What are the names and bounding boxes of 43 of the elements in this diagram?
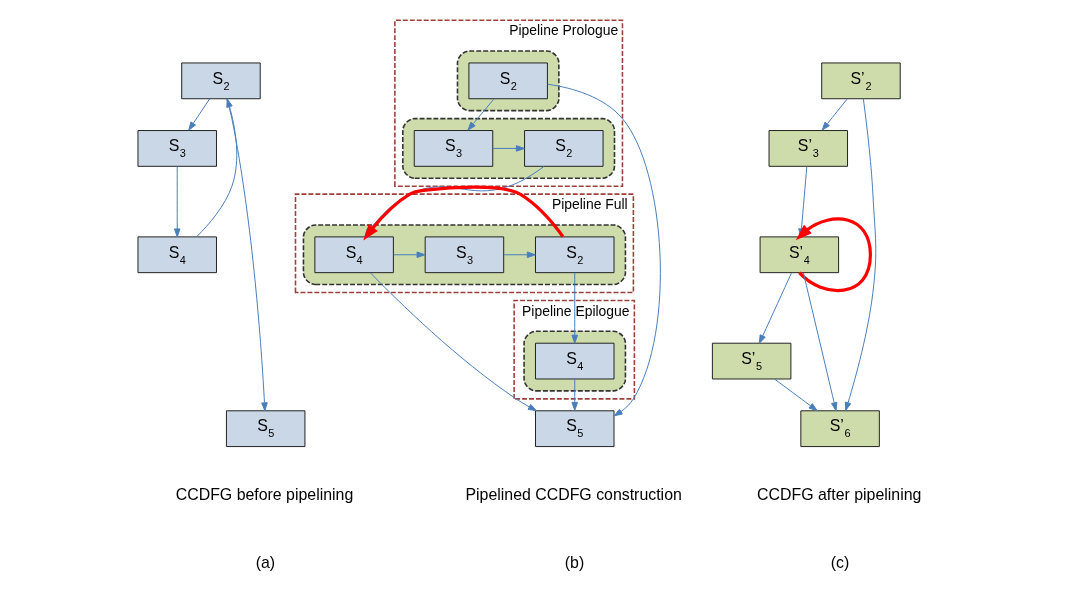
arrow bbox=[173, 166, 180, 238]
arrow bbox=[570, 378, 578, 411]
arrow bbox=[844, 98, 876, 411]
label: CCDFG before pipelining bbox=[175, 486, 353, 504]
node-box: S’$_{5}$ bbox=[711, 342, 791, 380]
arrow bbox=[392, 251, 425, 259]
arrow bbox=[369, 272, 537, 412]
cluster bbox=[401, 117, 615, 180]
node-box: S’$_{4}$ bbox=[759, 236, 839, 274]
node-box: S$_{4}$ bbox=[534, 342, 614, 380]
cluster bbox=[456, 50, 560, 112]
arrow bbox=[802, 272, 837, 412]
arrow bbox=[195, 98, 237, 238]
arrow bbox=[758, 272, 792, 344]
label: CCDFG after pipelining bbox=[756, 486, 921, 504]
node-box: S$_{2}$ bbox=[534, 236, 614, 274]
arrow bbox=[225, 98, 268, 412]
node-box: S’$_{3}$ bbox=[768, 130, 848, 167]
node-box: S$_{4}$ bbox=[137, 236, 217, 274]
node-box: S$_{2}$ bbox=[467, 62, 548, 100]
arrow bbox=[821, 98, 848, 131]
node-box: S$_{2}$ bbox=[180, 62, 261, 100]
label: (c) bbox=[830, 553, 849, 571]
label: Pipelined CCDFG construction bbox=[464, 486, 682, 504]
arrow bbox=[570, 272, 578, 344]
arrow bbox=[503, 251, 536, 259]
node-box: S’$_{2}$ bbox=[820, 62, 901, 100]
node-box: S’$_{6}$ bbox=[799, 410, 880, 448]
node-box: S$_{4}$ bbox=[313, 236, 394, 274]
node-box: S$_{3}$ bbox=[137, 130, 217, 167]
label: (a) bbox=[255, 553, 275, 571]
arrow bbox=[187, 98, 210, 131]
node-box: S$_{3}$ bbox=[413, 130, 493, 167]
node-box: S$_{3}$ bbox=[424, 236, 504, 274]
node-box: S$_{2}$ bbox=[523, 130, 604, 167]
arrow bbox=[492, 145, 525, 152]
cluster bbox=[522, 330, 626, 392]
node-box: S$_{5}$ bbox=[534, 410, 614, 448]
arrow bbox=[773, 378, 817, 412]
label: (b) bbox=[564, 553, 584, 571]
arrow bbox=[546, 83, 661, 417]
node-box: S$_{5}$ bbox=[225, 410, 305, 448]
arrow bbox=[466, 98, 494, 131]
